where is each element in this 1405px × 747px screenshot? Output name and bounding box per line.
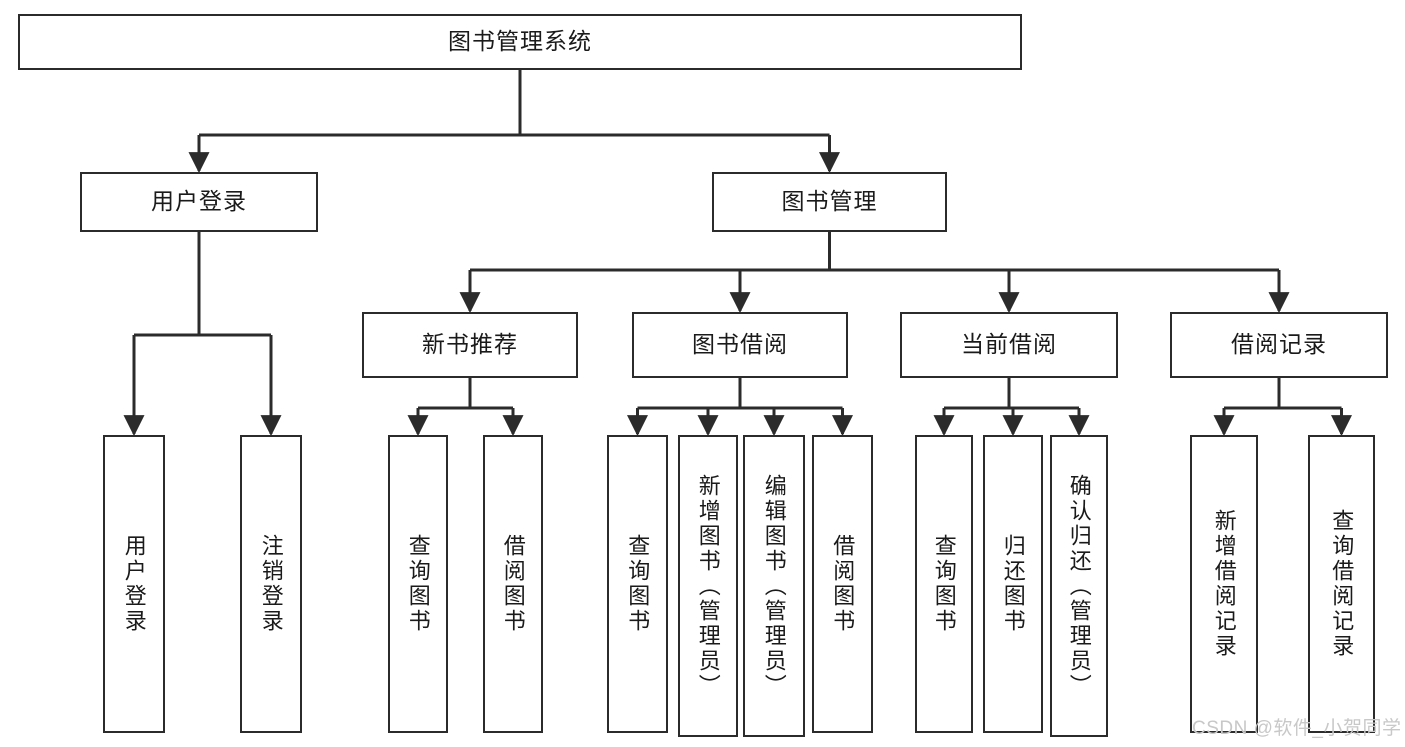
node-user-login-label: 用户登录	[151, 188, 247, 215]
node-book-management-label: 图书管理	[781, 188, 878, 215]
node-current-borrow-label: 当前借阅	[961, 331, 1057, 358]
node-leaf-logout-label: 注销登录	[258, 534, 284, 634]
node-borrow-record[interactable]: 借阅记录	[1170, 312, 1388, 378]
node-borrow-record-label: 借阅记录	[1231, 331, 1327, 358]
node-new-book-recommend-label: 新书推荐	[422, 331, 518, 358]
node-leaf-confirm-return[interactable]: 确认归还（管理员）	[1050, 435, 1108, 737]
node-leaf-borrow-book-2-label: 借阅图书	[830, 534, 856, 634]
node-leaf-query-record-label: 查询借阅记录	[1329, 509, 1355, 659]
node-leaf-confirm-return-label: 确认归还（管理员）	[1066, 473, 1092, 699]
node-leaf-query-book-3[interactable]: 查询图书	[915, 435, 973, 733]
node-leaf-add-book-label: 新增图书（管理员）	[695, 473, 721, 699]
node-leaf-add-record[interactable]: 新增借阅记录	[1190, 435, 1258, 733]
node-leaf-borrow-book-1-label: 借阅图书	[500, 534, 526, 634]
node-book-management[interactable]: 图书管理	[712, 172, 947, 232]
node-leaf-return-book-label: 归还图书	[1000, 534, 1026, 634]
node-leaf-query-record[interactable]: 查询借阅记录	[1308, 435, 1375, 733]
node-root[interactable]: 图书管理系统	[18, 14, 1022, 70]
node-book-borrow-label: 图书借阅	[692, 331, 788, 358]
node-leaf-borrow-book-2[interactable]: 借阅图书	[812, 435, 873, 733]
node-current-borrow[interactable]: 当前借阅	[900, 312, 1118, 378]
node-leaf-add-book[interactable]: 新增图书（管理员）	[678, 435, 738, 737]
watermark: CSDN @软件_小贺同学	[1192, 718, 1402, 739]
node-leaf-query-book-1[interactable]: 查询图书	[388, 435, 448, 733]
node-leaf-query-book-3-label: 查询图书	[931, 534, 957, 634]
node-leaf-edit-book-label: 编辑图书（管理员）	[761, 473, 787, 699]
node-leaf-user-login-label: 用户登录	[121, 534, 147, 634]
node-leaf-edit-book[interactable]: 编辑图书（管理员）	[743, 435, 805, 737]
node-leaf-query-book-2[interactable]: 查询图书	[607, 435, 668, 733]
node-leaf-return-book[interactable]: 归还图书	[983, 435, 1043, 733]
node-root-label: 图书管理系统	[448, 28, 592, 55]
node-leaf-add-record-label: 新增借阅记录	[1211, 509, 1237, 659]
node-leaf-borrow-book-1[interactable]: 借阅图书	[483, 435, 543, 733]
node-user-login[interactable]: 用户登录	[80, 172, 318, 232]
node-leaf-query-book-2-label: 查询图书	[625, 534, 651, 634]
node-new-book-recommend[interactable]: 新书推荐	[362, 312, 578, 378]
node-leaf-user-login[interactable]: 用户登录	[103, 435, 165, 733]
node-leaf-logout[interactable]: 注销登录	[240, 435, 302, 733]
node-book-borrow[interactable]: 图书借阅	[632, 312, 848, 378]
node-leaf-query-book-1-label: 查询图书	[405, 534, 431, 634]
